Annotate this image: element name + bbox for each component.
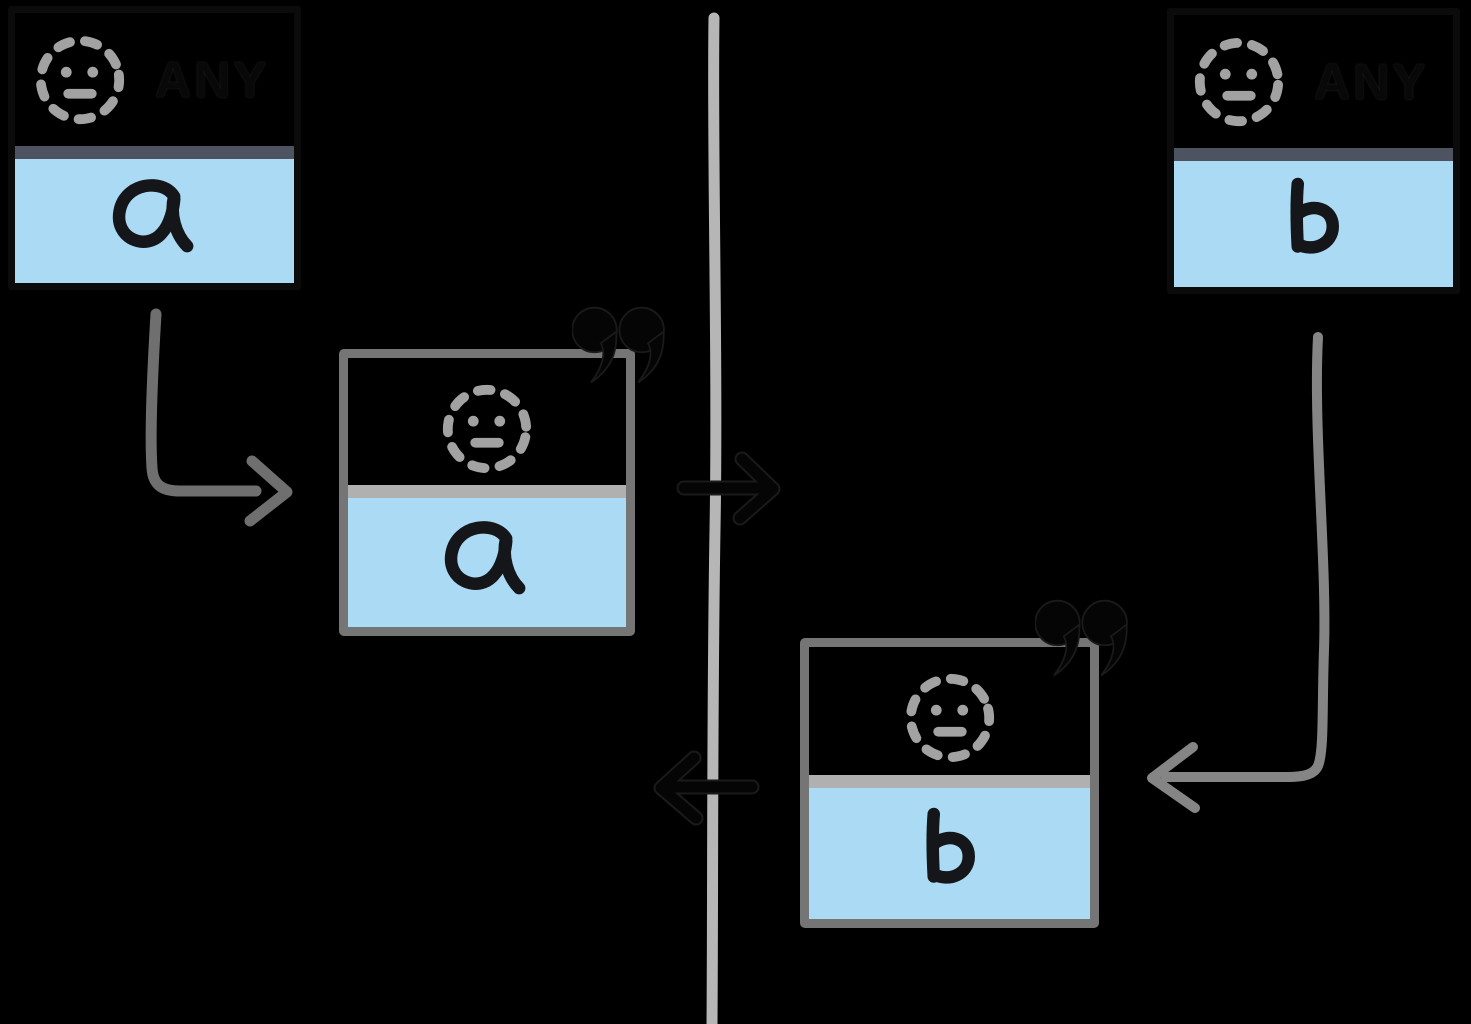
pattern-card-b-value [1174, 161, 1453, 287]
card-divider [1174, 148, 1453, 161]
message-smiley-icon [905, 673, 994, 763]
any-badge: ANY [155, 51, 270, 108]
pattern-card-a-value [15, 159, 294, 283]
arrow-pattern-b-to-message-b [1147, 332, 1330, 813]
any-badge: ANY [1314, 53, 1429, 110]
handwritten-letter-a [112, 179, 193, 253]
message-card-b-header [809, 647, 1090, 775]
pattern-card-a: ANY [8, 6, 301, 290]
arrow-pattern-a-to-message-a [145, 308, 293, 527]
arrow-send-a-right [676, 451, 781, 526]
message-card-a-value [348, 498, 626, 627]
message-smiley-icon [442, 384, 532, 473]
card-divider [348, 485, 626, 498]
pattern-card-b-header: ANY [1174, 15, 1453, 148]
quote-icon [1035, 599, 1128, 677]
handwritten-letter-b [926, 807, 975, 884]
handwritten-letter-a [444, 520, 526, 594]
handwritten-letter-b [1290, 177, 1339, 254]
message-card-b-value [809, 788, 1090, 919]
message-card-a-header [348, 358, 626, 485]
any-smiley-icon [35, 35, 125, 124]
quote-icon [572, 306, 665, 384]
message-card-a [339, 306, 665, 636]
pattern-card-b: ANY [1167, 8, 1460, 294]
arrow-send-b-left [653, 750, 760, 826]
card-divider [15, 146, 294, 159]
pattern-card-a-header: ANY [15, 13, 294, 146]
card-divider [809, 775, 1090, 788]
boundary-line [706, 12, 722, 1024]
any-smiley-icon [1194, 37, 1284, 126]
message-card-b [800, 599, 1128, 928]
